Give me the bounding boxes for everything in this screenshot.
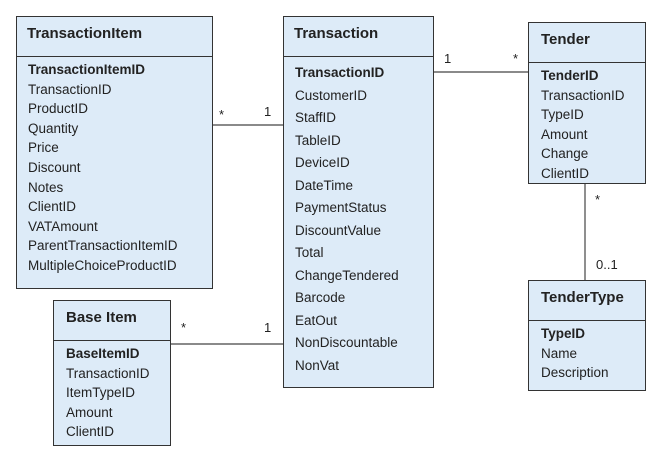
- field: Notes: [28, 179, 64, 195]
- field-primary-key: BaseItemID: [66, 346, 140, 361]
- field-list: BaseItemID TransactionID ItemTypeID Amou…: [54, 341, 170, 442]
- entity-title: Tender: [529, 23, 645, 63]
- field: ClientID: [28, 199, 77, 215]
- field-list: TenderID TransactionID TypeID Amount Cha…: [529, 63, 645, 184]
- field: Amount: [541, 126, 588, 142]
- multiplicity-label: *: [595, 192, 601, 207]
- field: DateTime: [295, 177, 354, 193]
- field: NonVat: [295, 357, 340, 373]
- field: StaffID: [295, 110, 337, 125]
- multiplicity-label: 1: [264, 104, 272, 119]
- field: DiscountValue: [295, 222, 382, 238]
- field: VATAmount: [28, 218, 98, 234]
- entity-tender-type: TenderType TypeID Name Description: [528, 280, 646, 391]
- entity-title: Base Item: [54, 301, 170, 341]
- field-primary-key: TenderID: [541, 68, 599, 83]
- field: TransactionID: [541, 87, 625, 103]
- multiplicity-label: 0..1: [596, 257, 618, 272]
- field-primary-key: TransactionItemID: [28, 62, 146, 77]
- field: Quantity: [28, 120, 79, 136]
- field-list: TransactionID CustomerID StaffID TableID…: [284, 57, 433, 377]
- entity-tender: Tender TenderID TransactionID TypeID Amo…: [528, 22, 646, 184]
- entity-title: TenderType: [529, 281, 645, 321]
- field: Change: [541, 146, 589, 162]
- field: DeviceID: [295, 155, 350, 170]
- multiplicity-label: *: [513, 51, 519, 66]
- field: CustomerID: [295, 87, 368, 103]
- field: TransactionID: [66, 365, 150, 381]
- field: PaymentStatus: [295, 200, 387, 215]
- entity-base-item: Base Item BaseItemID TransactionID ItemT…: [53, 300, 171, 446]
- field: TypeID: [541, 107, 584, 123]
- field: TableID: [295, 132, 341, 148]
- entity-title: TransactionItem: [17, 17, 212, 57]
- entity-transaction: Transaction TransactionID CustomerID Sta…: [283, 16, 434, 388]
- field: ItemTypeID: [66, 385, 136, 401]
- field-list: TransactionItemID TransactionID ProductI…: [17, 57, 212, 276]
- field: NonDiscountable: [295, 335, 398, 350]
- field: Discount: [28, 159, 81, 175]
- multiplicity-label: *: [181, 320, 187, 335]
- field: ProductID: [28, 101, 89, 117]
- field: EatOut: [295, 312, 338, 328]
- field: ClientID: [541, 165, 590, 181]
- field: ClientID: [66, 424, 115, 440]
- field-primary-key: TypeID: [541, 326, 586, 341]
- field: Barcode: [295, 290, 346, 305]
- field: Name: [541, 345, 578, 361]
- field: ChangeTendered: [295, 267, 399, 283]
- field-list: TypeID Name Description: [529, 321, 645, 383]
- field: ParentTransactionItemID: [28, 238, 178, 254]
- field: Description: [541, 365, 609, 381]
- field: Amount: [66, 404, 113, 420]
- field-primary-key: TransactionID: [295, 65, 385, 80]
- multiplicity-label: 1: [264, 320, 272, 335]
- field: Total: [295, 245, 324, 260]
- field: Price: [28, 140, 59, 156]
- multiplicity-label: 1: [444, 51, 452, 66]
- field: MultipleChoiceProductID: [28, 257, 177, 273]
- multiplicity-label: *: [219, 107, 225, 122]
- entity-transaction-item: TransactionItem TransactionItemID Transa…: [16, 16, 213, 289]
- field: TransactionID: [28, 81, 112, 97]
- entity-title: Transaction: [284, 17, 433, 57]
